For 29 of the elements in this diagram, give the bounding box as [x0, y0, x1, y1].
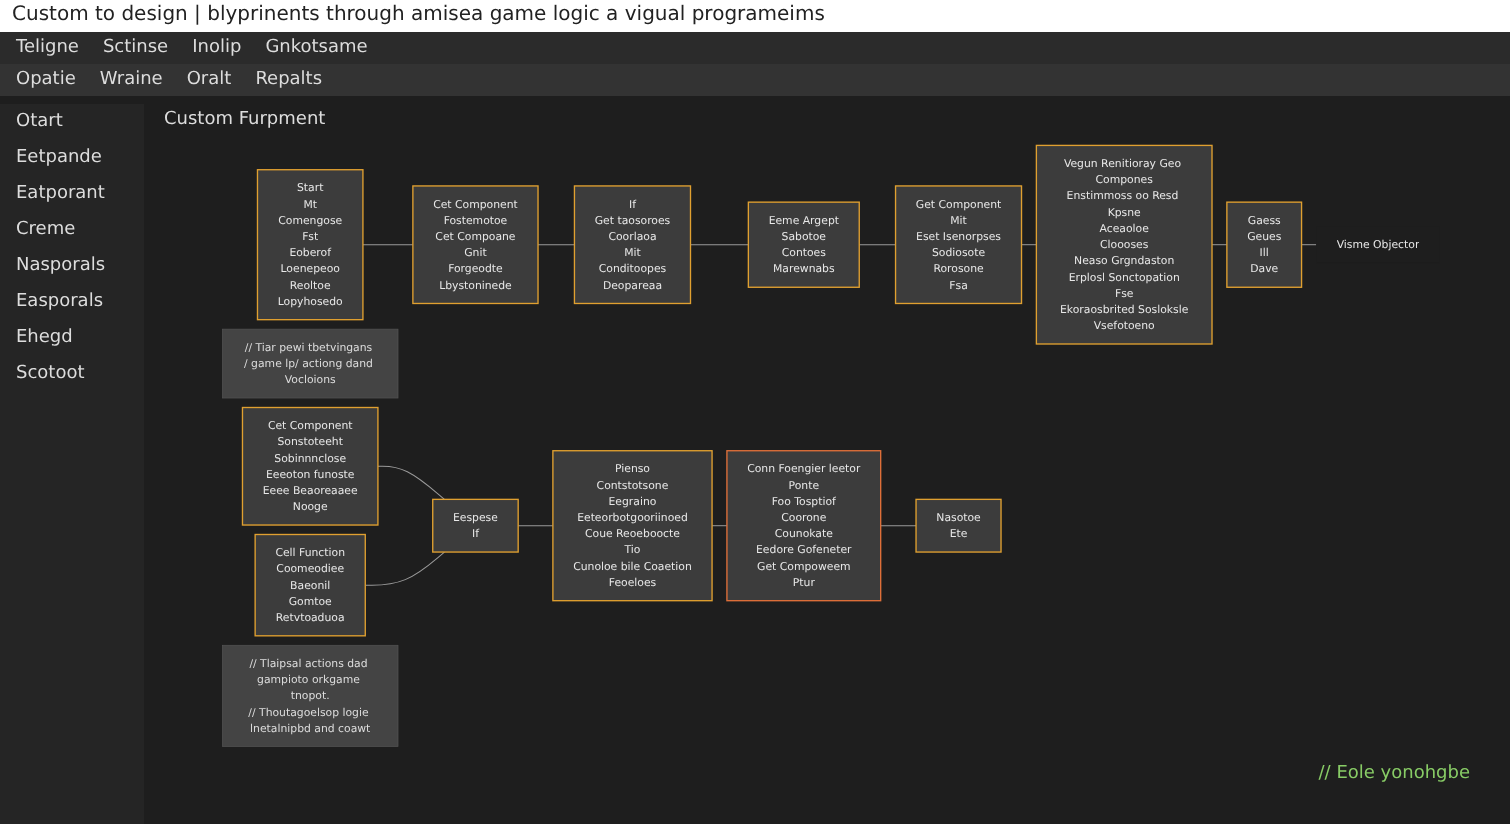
connector	[858, 244, 897, 246]
sidebar-item: Nasporals	[14, 254, 108, 280]
toolbar-item: Opatie	[16, 70, 76, 90]
connector	[690, 244, 749, 246]
menu-item: Sctinse	[102, 38, 169, 58]
connector	[1021, 244, 1037, 246]
sidebar-item: Easporals	[14, 290, 106, 316]
window-title: Custom to design | blyprinents through amisea game logic a vigual programeims	[0, 0, 1510, 32]
sidebar-item: Ehegd	[14, 326, 75, 352]
sidebar-item: Creme	[14, 218, 78, 244]
comment-text: // Eole yonohgbe	[1318, 764, 1470, 784]
toolbar-item: Oralt	[186, 70, 232, 90]
menu-item: Gnkotsame	[265, 38, 368, 58]
sidebar-item: Eetpande	[14, 146, 104, 172]
sidebar-item: Scotoot	[14, 362, 87, 388]
connector	[517, 525, 554, 527]
connector	[362, 244, 414, 246]
sidebar-item: Eatporant	[14, 182, 107, 208]
menu-item: Inolip	[192, 38, 242, 58]
graph-title: Custom Furpment	[162, 108, 328, 134]
connector	[1301, 244, 1317, 246]
connector	[364, 551, 445, 586]
toolbar-item: Repalts	[255, 70, 323, 90]
sidebar-item: Otart	[14, 110, 65, 136]
connector	[880, 525, 917, 527]
connector	[537, 244, 575, 246]
menu-item: Teligne	[16, 38, 79, 58]
toolbar-item: Wraine	[99, 70, 163, 90]
connector	[377, 465, 445, 500]
